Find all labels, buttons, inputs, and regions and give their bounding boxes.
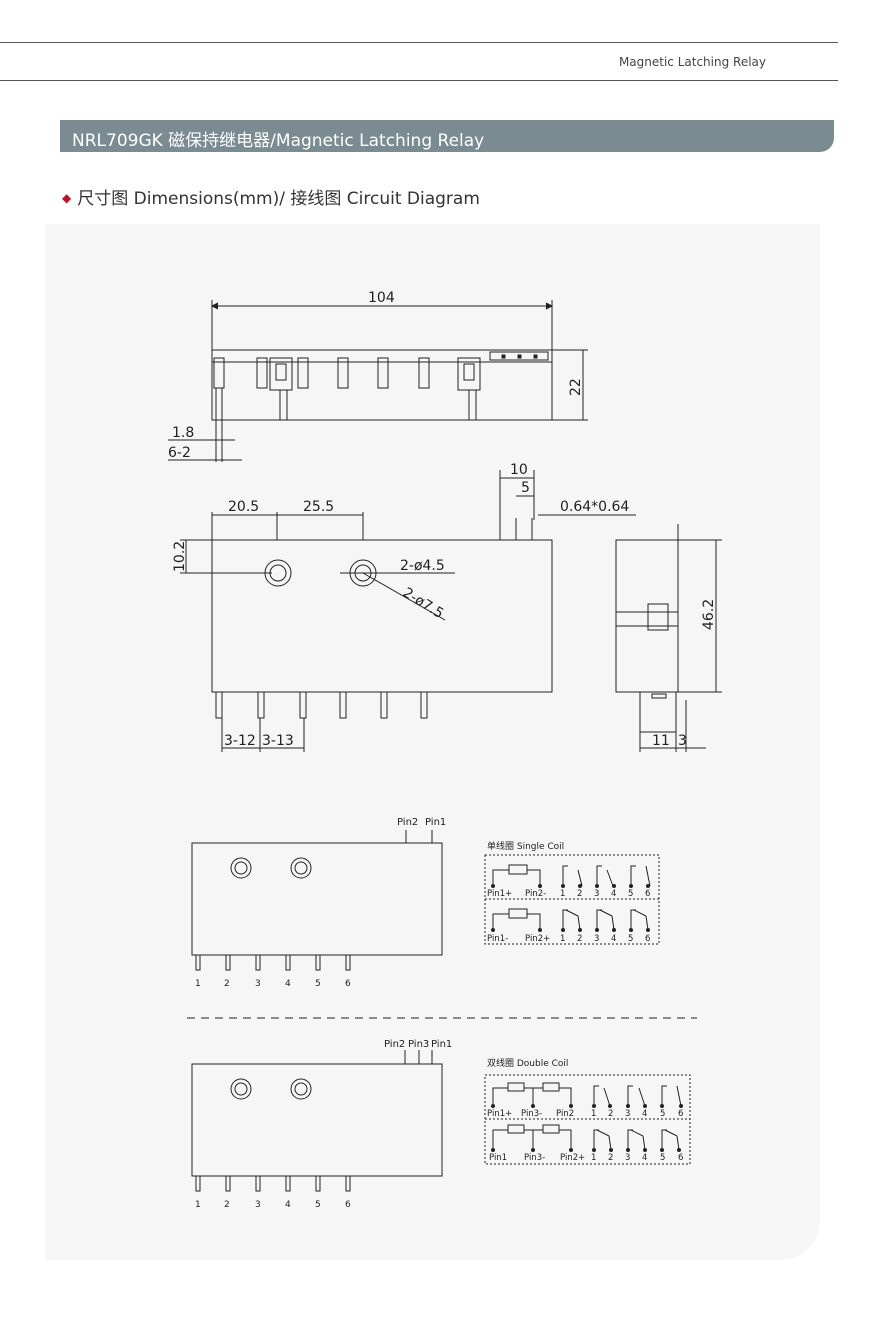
double-row1-label-0: Pin1+ <box>487 1109 512 1119</box>
title-bar: NRL709GK 磁保持继电器/Magnetic Latching Relay <box>60 120 834 152</box>
dim-height: 22 <box>568 378 584 396</box>
dim-pitch-1: 3-12 <box>224 733 256 749</box>
double-row1-label-1: Pin3- <box>521 1109 542 1119</box>
double-row1-label-5: 3 <box>625 1109 630 1119</box>
dim-pin-span-10: 10 <box>510 462 528 478</box>
double-row2-label-1: Pin3- <box>524 1153 545 1163</box>
double-top-pin-0: Pin2 <box>384 1039 405 1050</box>
dim-hole-large: 2-ø7.5 <box>400 585 446 622</box>
double-row1-label-2: Pin2 <box>556 1109 574 1119</box>
front-view: 20.5 25.5 10.2 2-ø4.5 2-ø7.5 10 5 0.64*0… <box>172 462 636 752</box>
section-title: 尺寸图 Dimensions(mm)/ 接线图 Circuit Diagram <box>77 189 480 209</box>
double-bottom-pin-1: 2 <box>224 1200 230 1210</box>
dim-side-height: 46.2 <box>701 599 717 630</box>
double-row2-label-7: 5 <box>660 1153 665 1163</box>
single-row2-label-2: 1 <box>560 934 565 944</box>
double-coil-title: 双线圈 Double Coil <box>487 1057 568 1069</box>
double-coil-diagram: Pin2 Pin3 Pin1 1 2 3 4 5 6 双线圈 Double Co… <box>191 1039 691 1210</box>
single-row2-label-4: 3 <box>594 934 599 944</box>
double-row1-label-4: 2 <box>608 1109 613 1119</box>
double-bottom-pin-0: 1 <box>195 1200 201 1210</box>
double-row1-label-3: 1 <box>591 1109 596 1119</box>
double-row2-label-3: 1 <box>591 1153 596 1163</box>
dim-width: 104 <box>368 290 395 306</box>
dim-side-w2: 3 <box>678 733 687 749</box>
double-bottom-pin-2: 3 <box>255 1200 261 1210</box>
diamond-icon: ◆ <box>62 191 72 205</box>
dim-pitch-2: 3-13 <box>262 733 294 749</box>
single-row2-label-7: 6 <box>645 934 650 944</box>
single-row2-label-6: 5 <box>628 934 633 944</box>
single-row1-label-7: 6 <box>645 889 650 899</box>
double-bottom-pin-4: 5 <box>315 1200 321 1210</box>
single-row1-label-1: Pin2- <box>525 889 546 899</box>
header-rule-top <box>0 42 838 43</box>
single-coil-title: 单线圈 Single Coil <box>487 840 564 852</box>
double-row1-label-6: 4 <box>642 1109 647 1119</box>
title-bar-text: NRL709GK 磁保持继电器/Magnetic Latching Relay <box>72 131 485 151</box>
single-row1-label-6: 5 <box>628 889 633 899</box>
double-row1-label-7: 5 <box>660 1109 665 1119</box>
dim-hole-y: 10.2 <box>172 541 188 572</box>
double-row2-label-5: 3 <box>625 1153 630 1163</box>
dim-hole-x2: 25.5 <box>303 499 334 515</box>
double-top-pin-1: Pin3 <box>408 1039 429 1050</box>
single-row2-label-0: Pin1- <box>487 934 508 944</box>
single-row1-label-3: 2 <box>577 889 582 899</box>
single-bottom-pin-1: 2 <box>224 979 230 989</box>
double-top-pin-2: Pin1 <box>431 1039 452 1050</box>
dim-pin-count: 6-2 <box>168 445 191 461</box>
double-row2-label-0: Pin1 <box>489 1153 507 1163</box>
single-top-pin-1: Pin1 <box>425 817 446 828</box>
double-row1-label-8: 6 <box>678 1109 683 1119</box>
single-row2-label-3: 2 <box>577 934 582 944</box>
single-bottom-pin-4: 5 <box>315 979 321 989</box>
single-row1-label-5: 4 <box>611 889 616 899</box>
double-row2-label-2: Pin2+ <box>560 1153 585 1163</box>
header-rule-bottom <box>0 80 838 81</box>
single-row2-label-1: Pin2+ <box>525 934 550 944</box>
side-view: 46.2 11 3 <box>615 524 722 752</box>
single-bottom-pin-5: 6 <box>345 979 351 989</box>
double-row2-label-6: 4 <box>642 1153 647 1163</box>
single-top-pin-0: Pin2 <box>397 817 418 828</box>
single-row1-label-2: 1 <box>560 889 565 899</box>
single-row1-label-0: Pin1+ <box>487 889 512 899</box>
single-bottom-pin-3: 4 <box>285 979 291 989</box>
dim-side-w1: 11 <box>652 733 670 749</box>
double-row2-label-4: 2 <box>608 1153 613 1163</box>
single-row1-label-4: 3 <box>594 889 599 899</box>
header-title: Magnetic Latching Relay <box>618 55 766 69</box>
double-row2-label-8: 6 <box>678 1153 683 1163</box>
single-coil-diagram: Pin2 Pin1 1 2 3 4 5 6 单线圈 Single Coil <box>191 817 660 989</box>
dim-pin-section: 0.64*0.64 <box>560 499 629 515</box>
double-bottom-pin-5: 6 <box>345 1200 351 1210</box>
single-bottom-pin-0: 1 <box>195 979 201 989</box>
dim-hole-x1: 20.5 <box>228 499 259 515</box>
dim-pin-width: 1.8 <box>172 425 194 441</box>
single-bottom-pin-2: 3 <box>255 979 261 989</box>
dim-hole-small: 2-ø4.5 <box>400 558 445 574</box>
double-bottom-pin-3: 4 <box>285 1200 291 1210</box>
dim-pin-span-5: 5 <box>521 480 530 496</box>
section-heading: ◆ 尺寸图 Dimensions(mm)/ 接线图 Circuit Diagram <box>62 184 480 209</box>
single-row2-label-5: 4 <box>611 934 616 944</box>
top-view: 104 22 1.8 6-2 <box>168 290 588 462</box>
drawing-panel <box>45 224 820 1260</box>
